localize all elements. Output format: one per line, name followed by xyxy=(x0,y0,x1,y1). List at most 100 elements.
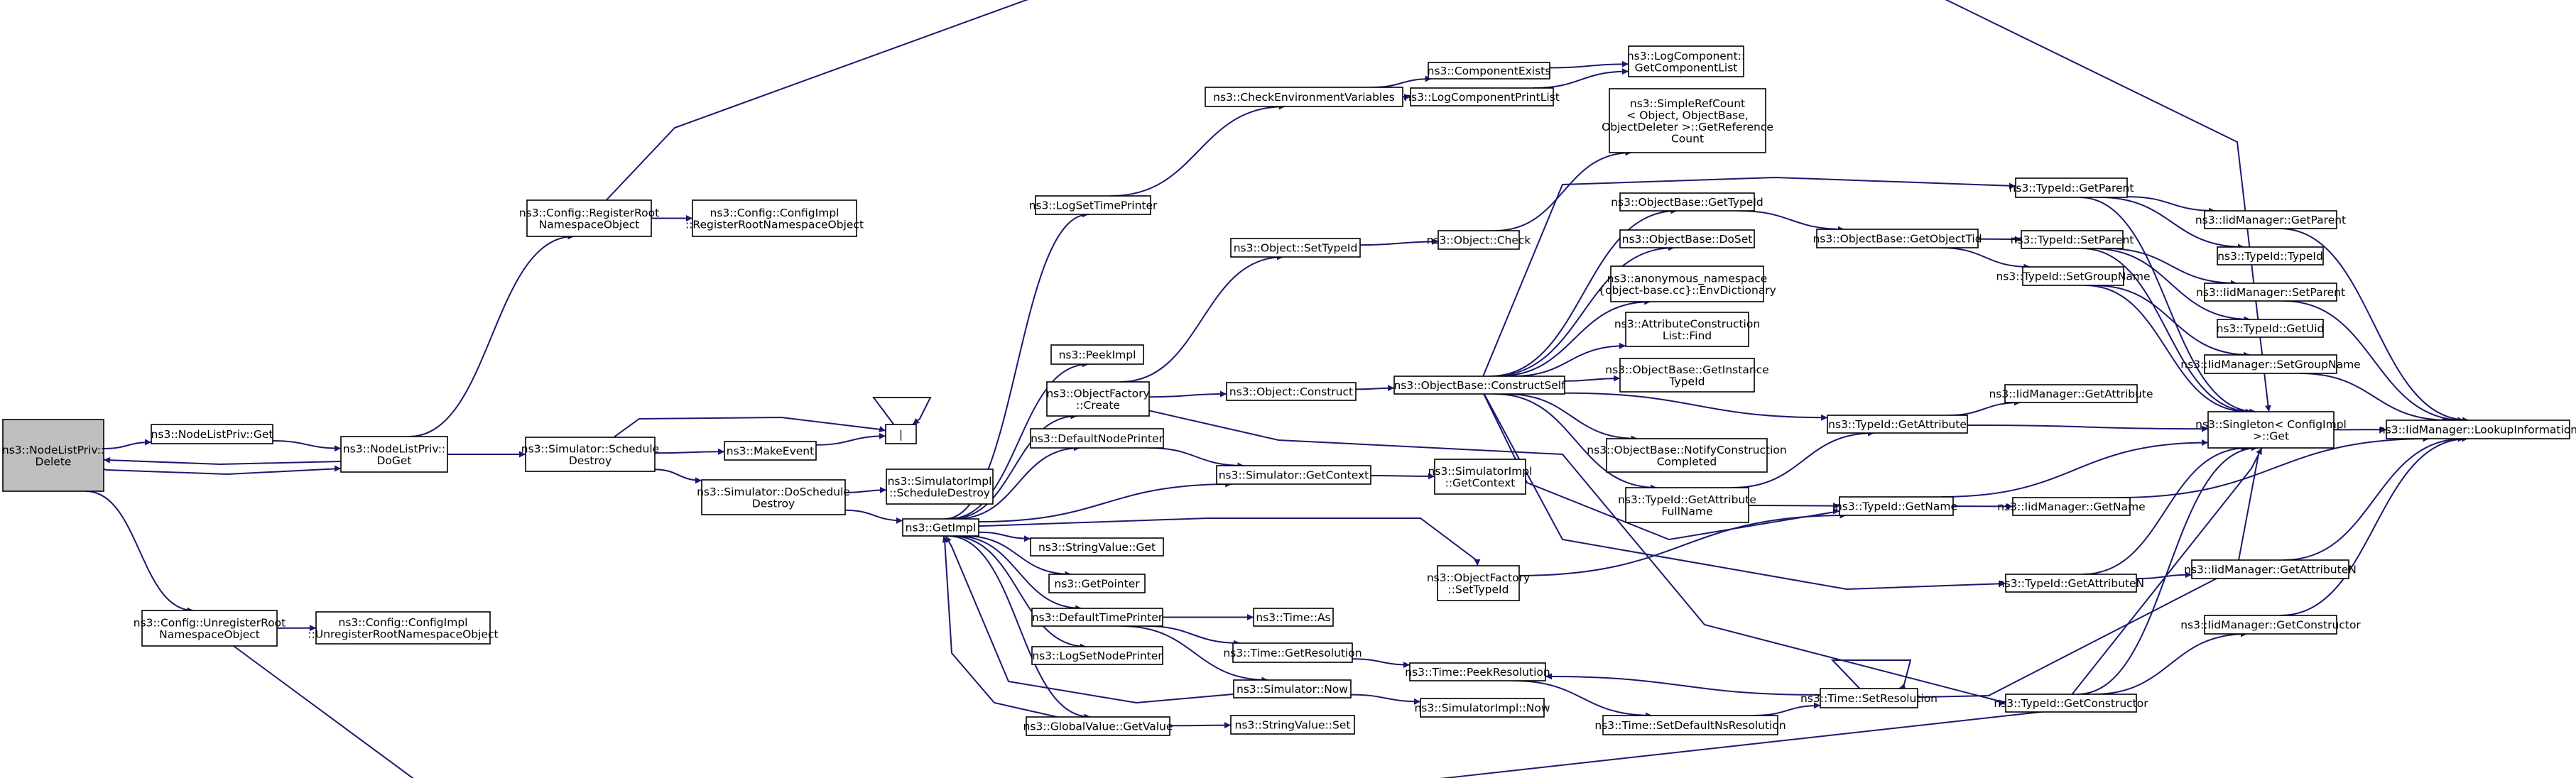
node-box xyxy=(1602,715,1778,735)
node-cfgunreg[interactable]: ns3::Config::UnregisterRootNamespaceObje… xyxy=(134,610,286,647)
node-getimpl[interactable]: ns3::GetImpl xyxy=(902,518,979,537)
node-obdoset[interactable]: ns3::ObjectBase::DoSet xyxy=(1619,229,1755,248)
node-obgettid[interactable]: ns3::ObjectBase::GetTypeId xyxy=(1611,192,1763,212)
node-makeev[interactable]: ns3::MakeEvent xyxy=(724,441,817,461)
node-strget[interactable]: ns3::StringValue::Get xyxy=(1030,537,1164,557)
node-obnotify[interactable]: ns3::ObjectBase::NotifyConstructionCompl… xyxy=(1587,438,1787,473)
node-lognodeprinter[interactable]: ns3::LogSetNodePrinter xyxy=(1031,646,1163,665)
node-label: Delete xyxy=(36,455,72,468)
node-bar[interactable]: | xyxy=(885,424,917,444)
node-label: ns3::Time::GetResolution xyxy=(1223,647,1362,659)
node-iidlookup[interactable]: ns3::IidManager::LookupInformation xyxy=(2379,420,2576,439)
node-peekimpl[interactable]: ns3::PeekImpl xyxy=(1050,344,1144,365)
node-tidgetattr[interactable]: ns3::TypeId::GetAttribute xyxy=(1827,415,1968,434)
node-anonenv[interactable]: ns3::anonymous_namespace{object-base.cc}… xyxy=(1598,265,1776,302)
node-tidgetuid[interactable]: ns3::TypeId::GetUid xyxy=(2217,319,2325,338)
node-box xyxy=(1434,459,1526,495)
node-singleton[interactable]: ns3::Singleton< ConfigImpl>::Get xyxy=(2195,411,2347,449)
node-box xyxy=(1606,438,1768,473)
node-simnow[interactable]: ns3::Simulator::Now xyxy=(1233,679,1352,698)
node-iidsetparent[interactable]: ns3::IidManager::SetParent xyxy=(2196,283,2345,302)
node-box xyxy=(2004,384,2138,403)
node-objcheck[interactable]: ns3::Object::Check xyxy=(1427,230,1531,250)
edge-nlget-to-doget xyxy=(272,440,342,452)
node-label: ns3::ComponentExists xyxy=(1428,65,1551,77)
node-root[interactable]: ns3::NodeListPriv::Delete xyxy=(2,419,104,492)
node-cfgreg[interactable]: ns3::Config::RegisterRootNamespaceObject xyxy=(519,199,659,237)
node-label: Destroy xyxy=(569,454,612,467)
node-label: ns3::StringValue::Get xyxy=(1038,541,1156,554)
node-iidgetname[interactable]: ns3::IidManager::GetName xyxy=(1997,497,2146,516)
node-objsettid[interactable]: ns3::Object::SetTypeId xyxy=(1230,238,1361,258)
node-label: ns3::IidManager::GetName xyxy=(1997,500,2145,513)
node-cfgimplreg[interactable]: ns3::Config::ConfigImpl::RegisterRootNam… xyxy=(685,199,864,237)
node-simplerefcount[interactable]: ns3::SimpleRefCount< Object, ObjectBase,… xyxy=(1602,88,1773,153)
node-cfgimplunreg[interactable]: ns3::Config::ConfigImpl::UnregisterRootN… xyxy=(308,611,499,645)
node-logcpl[interactable]: ns3::LogComponentPrintList xyxy=(1404,87,1560,106)
edge-obconstructself-to-tidgetattr xyxy=(1564,392,1828,421)
node-timesetres[interactable]: ns3::Time::SetResolution xyxy=(1800,688,1938,708)
node-schedd[interactable]: ns3::Simulator::ScheduleDestroy xyxy=(521,437,659,472)
node-box xyxy=(1230,715,1355,735)
node-iidsetgroup[interactable]: ns3::IidManager::SetGroupName xyxy=(2180,354,2361,374)
node-objconstruct[interactable]: ns3::Object::Construct xyxy=(1226,382,1357,401)
node-simgetctx[interactable]: ns3::Simulator::GetContext xyxy=(1216,465,1371,485)
node-getptr[interactable]: ns3::GetPointer xyxy=(1048,574,1146,593)
node-obconstructself[interactable]: ns3::ObjectBase::ConstructSelf xyxy=(1393,376,1565,395)
edge-schedd-to-makeev xyxy=(654,448,725,455)
node-label: ns3::ObjectBase::NotifyConstruction xyxy=(1587,444,1786,456)
node-timeas[interactable]: ns3::Time::As xyxy=(1253,608,1334,627)
node-checkenv[interactable]: ns3::CheckEnvironmentVariables xyxy=(1205,87,1403,107)
node-box xyxy=(1410,87,1554,106)
node-tidgetattrn[interactable]: ns3::TypeId::GetAttributeN xyxy=(1998,574,2144,593)
node-nlget[interactable]: ns3::NodeListPriv::Get xyxy=(151,424,273,444)
node-timesetdefres[interactable]: ns3::Time::SetDefaultNsResolution xyxy=(1594,715,1786,735)
node-tidsetgroup[interactable]: ns3::TypeId::SetGroupName xyxy=(1996,266,2151,286)
node-iidgetattr[interactable]: ns3::IidManager::GetAttribute xyxy=(1989,384,2153,403)
node-label: ns3::TypeId::GetAttributeN xyxy=(1998,577,2144,590)
node-tidgetparent[interactable]: ns3::TypeId::GetParent xyxy=(2009,177,2134,198)
node-label: ns3::TypeId::SetGroupName xyxy=(1996,270,2150,283)
node-obgetobjtid[interactable]: ns3::ObjectBase::GetObjectTid xyxy=(1813,229,1982,248)
node-label: ns3::anonymous_namespace xyxy=(1607,272,1768,285)
node-strset[interactable]: ns3::StringValue::Set xyxy=(1230,715,1355,735)
node-simimplsd[interactable]: ns3::SimulatorImpl::ScheduleDestroy xyxy=(886,469,994,505)
node-logcomp[interactable]: ns3::LogComponent::GetComponentList xyxy=(1627,45,1745,77)
node-gvgetvalue[interactable]: ns3::GlobalValue::GetValue xyxy=(1023,716,1173,736)
node-defnodeprinter[interactable]: ns3::DefaultNodePrinter xyxy=(1030,428,1164,449)
node-label: ns3::ObjectBase::ConstructSelf xyxy=(1393,379,1565,392)
node-label: ns3::Config::ConfigImpl xyxy=(710,207,839,219)
node-doget[interactable]: ns3::NodeListPriv::DoGet xyxy=(340,436,448,473)
node-tidgetname[interactable]: ns3::TypeId::GetName xyxy=(1835,496,1957,516)
node-tidgetctor[interactable]: ns3::TypeId::GetConstructor xyxy=(1994,694,2148,713)
node-box xyxy=(141,610,278,647)
node-deftimeprinter[interactable]: ns3::DefaultTimePrinter xyxy=(1031,608,1163,627)
node-timepeekres[interactable]: ns3::Time::PeekResolution xyxy=(1405,662,1550,681)
node-ofcreate[interactable]: ns3::ObjectFactory::Create xyxy=(1046,381,1150,417)
edge-objconstruct-to-obconstructself xyxy=(1355,385,1395,392)
edge-ofcreate-to-objconstruct xyxy=(1148,390,1227,398)
node-ofsettid[interactable]: ns3::ObjectFactory::SetTypeId xyxy=(1427,565,1530,601)
node-box xyxy=(1050,344,1144,365)
node-tidtypeid[interactable]: ns3::TypeId::TypeId xyxy=(2217,246,2324,265)
node-iidgetctor[interactable]: ns3::IidManager::GetConstructor xyxy=(2180,615,2361,635)
node-simimplnow[interactable]: ns3::SimulatorImpl::Now xyxy=(1414,698,1550,718)
node-timegetres[interactable]: ns3::Time::GetResolution xyxy=(1223,642,1362,663)
node-iidgetattrn[interactable]: ns3::IidManager::GetAttributeN xyxy=(2184,559,2357,579)
node-logstp[interactable]: ns3::LogSetTimePrinter xyxy=(1029,195,1158,215)
node-tidsetparent[interactable]: ns3::TypeId::SetParent xyxy=(2011,230,2134,249)
node-box xyxy=(526,199,652,237)
node-label: ns3::IidManager::GetParent xyxy=(2195,214,2346,226)
node-simimplgetctx[interactable]: ns3::SimulatorImpl::GetContext xyxy=(1428,459,1533,495)
edge-getimpl-to-strget xyxy=(978,531,1031,542)
node-iidgetparent[interactable]: ns3::IidManager::GetParent xyxy=(2195,210,2346,229)
edge-timegetres-to-timepeekres xyxy=(1352,658,1411,669)
edge-root-to-doget xyxy=(103,465,342,476)
node-box xyxy=(315,611,491,645)
node-label: ns3::Simulator::Schedule xyxy=(521,442,659,455)
node-compexists[interactable]: ns3::ComponentExists xyxy=(1428,62,1551,80)
